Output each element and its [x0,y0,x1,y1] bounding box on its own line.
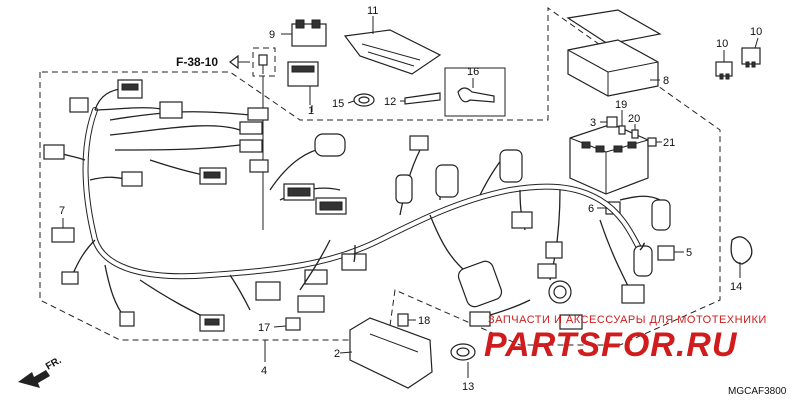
connector-z-icon [621,284,645,304]
callout-19[interactable]: 19 [615,99,627,111]
diagram-code: MGCAF3800 [728,386,787,397]
reference-arrow-icon [229,54,239,70]
connector-5-icon [657,245,675,261]
clip-16-icon [457,87,495,103]
relay-9-icon [291,23,327,47]
callout-13[interactable]: 13 [462,381,474,393]
fuse-20-icon [631,129,639,139]
connector-q-icon [255,281,281,301]
callout-10b[interactable]: 10 [750,26,762,38]
relay-10b-icon [741,47,761,65]
connector-c-icon [159,101,183,119]
bolt-icon [258,54,268,66]
clamp-14-icon [730,236,753,265]
connector-b-icon [69,97,89,113]
connector-j-icon [239,121,263,135]
callout-4[interactable]: 4 [261,365,267,377]
callout-8[interactable]: 8 [663,75,669,87]
callout-7[interactable]: 7 [59,205,65,217]
callout-12[interactable]: 12 [384,96,396,108]
connector-t-icon [409,135,429,151]
callout-3[interactable]: 3 [590,117,596,129]
watermark-tagline: ЗАПЧАСТИ И АКСЕССУАРЫ ДЛЯ МОТОТЕХНИКИ [488,314,767,326]
callout-18[interactable]: 18 [418,315,430,327]
callout-20[interactable]: 20 [628,113,640,125]
assembly-boundary [39,7,721,346]
fuse-box-8-icon [567,39,659,97]
callout-5[interactable]: 5 [686,247,692,259]
injector-c-icon [499,149,523,183]
sensor-icon [314,133,346,157]
band-12-icon [404,92,441,105]
clip-17-icon [285,317,301,331]
connector-u-icon [511,211,533,229]
connector-k-icon [239,139,263,153]
connector-l-icon [247,107,269,121]
callout-21[interactable]: 21 [663,137,675,149]
front-label: FR. [44,355,64,373]
connector-r-icon [297,295,325,313]
callout-1[interactable]: 1 [308,105,314,117]
reference-label[interactable]: F-38-10 [176,55,218,69]
callout-9[interactable]: 9 [269,29,275,41]
callout-2[interactable]: 2 [334,348,340,360]
fuse-3-icon [606,116,618,128]
callout-14[interactable]: 14 [730,281,742,293]
fuse-21-icon [647,137,657,147]
fuse-19-icon [618,125,626,135]
injector-a-icon [435,164,459,198]
injector-e-icon [633,245,653,277]
connector-d-icon [43,144,65,160]
bolt-18-icon [397,313,409,327]
injector-b-icon [395,174,413,204]
connector-m-icon [249,159,269,173]
injector-d-icon [651,199,671,231]
callout-10a[interactable]: 10 [716,38,728,50]
connector-x-icon [469,311,491,327]
connector-e-icon [121,171,143,187]
callout-15[interactable]: 15 [332,98,344,110]
connector-w-icon [537,263,557,279]
callout-17[interactable]: 17 [258,322,270,334]
callout-6[interactable]: 6 [588,203,594,215]
front-arrow-icon [18,370,50,388]
connector-7-icon [51,227,75,243]
sensor-b-icon [457,260,503,308]
relay-10a-icon [715,61,733,77]
module-2-icon [349,317,433,389]
cover-sheet-icon [566,9,662,45]
watermark-brand: PARTSFOR.RU [484,326,738,364]
connector-y-icon [559,314,583,330]
callout-11[interactable]: 11 [367,5,378,17]
connector-v-icon [545,241,563,259]
connector-h-icon [119,311,135,327]
connector-g-icon [61,271,79,285]
callout-16[interactable]: 16 [467,66,479,78]
